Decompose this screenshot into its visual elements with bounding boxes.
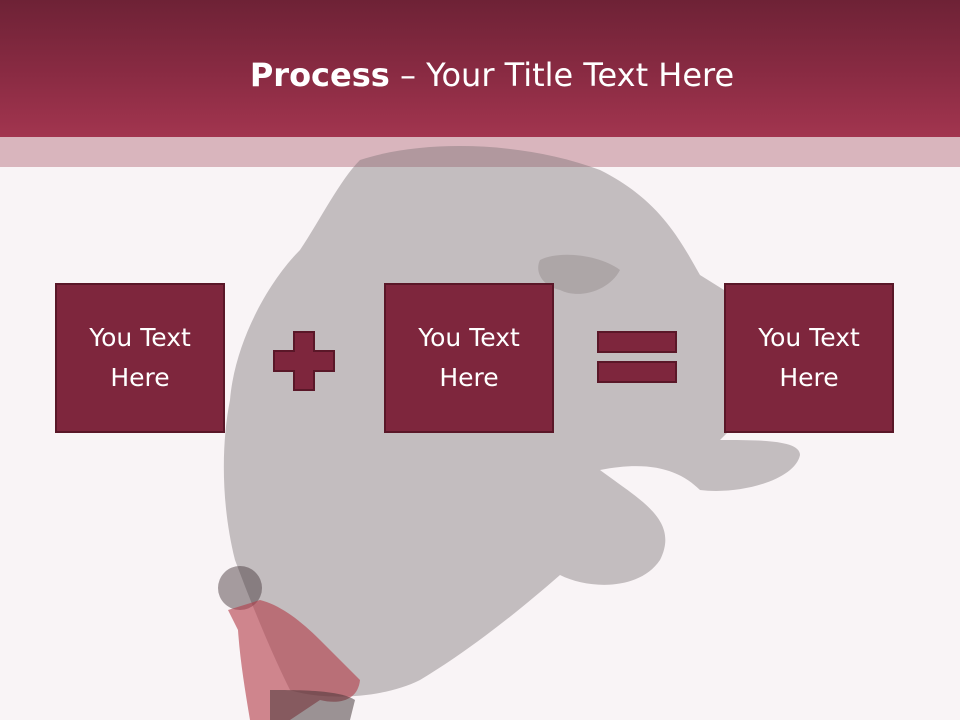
accent-band [0, 137, 960, 167]
title-bold: Process [249, 56, 390, 94]
man-figure [218, 566, 360, 720]
text-box-1-label: You Text Here [89, 323, 191, 392]
text-box-2-label: You Text Here [418, 323, 520, 392]
slide-title: Process – Your Title Text Here [0, 50, 960, 100]
text-box-3-label: You Text Here [758, 323, 860, 392]
title-bar [0, 0, 960, 137]
text-box-2[interactable]: You Text Here [384, 283, 554, 433]
plus-icon [273, 331, 335, 391]
elephant-ear [538, 254, 620, 294]
equals-icon [597, 331, 677, 383]
text-box-3[interactable]: You Text Here [724, 283, 894, 433]
text-box-1[interactable]: You Text Here [55, 283, 225, 433]
title-rest: – Your Title Text Here [389, 56, 735, 94]
